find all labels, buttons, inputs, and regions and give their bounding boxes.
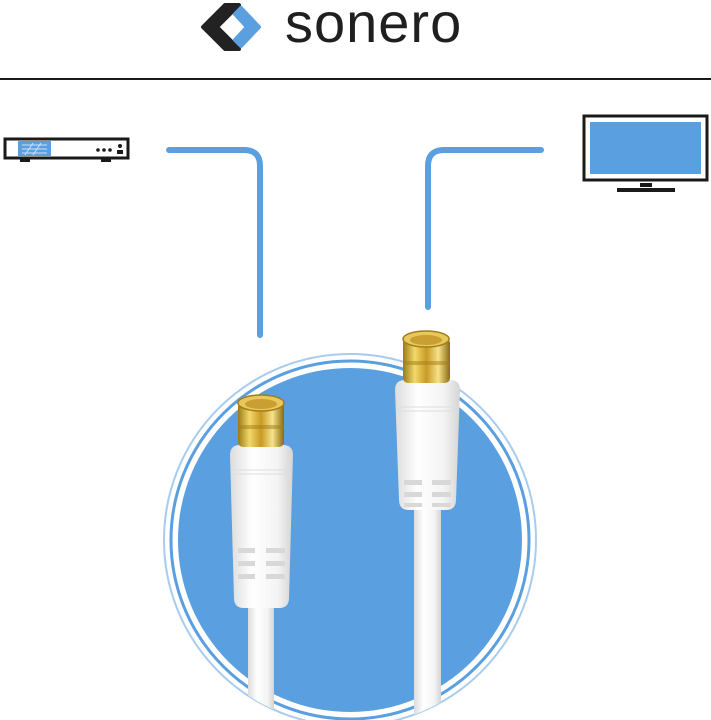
logo-mark-icon <box>195 2 271 52</box>
brand-name: sonero <box>285 0 463 54</box>
right-f-connector <box>395 330 460 720</box>
receiver-icon <box>3 137 130 162</box>
television-icon <box>582 114 709 192</box>
brand-logo: sonero <box>195 0 463 54</box>
header-divider <box>0 78 711 80</box>
product-circle <box>163 353 537 720</box>
left-connection-line <box>166 147 263 338</box>
right-connection-line <box>425 147 544 310</box>
